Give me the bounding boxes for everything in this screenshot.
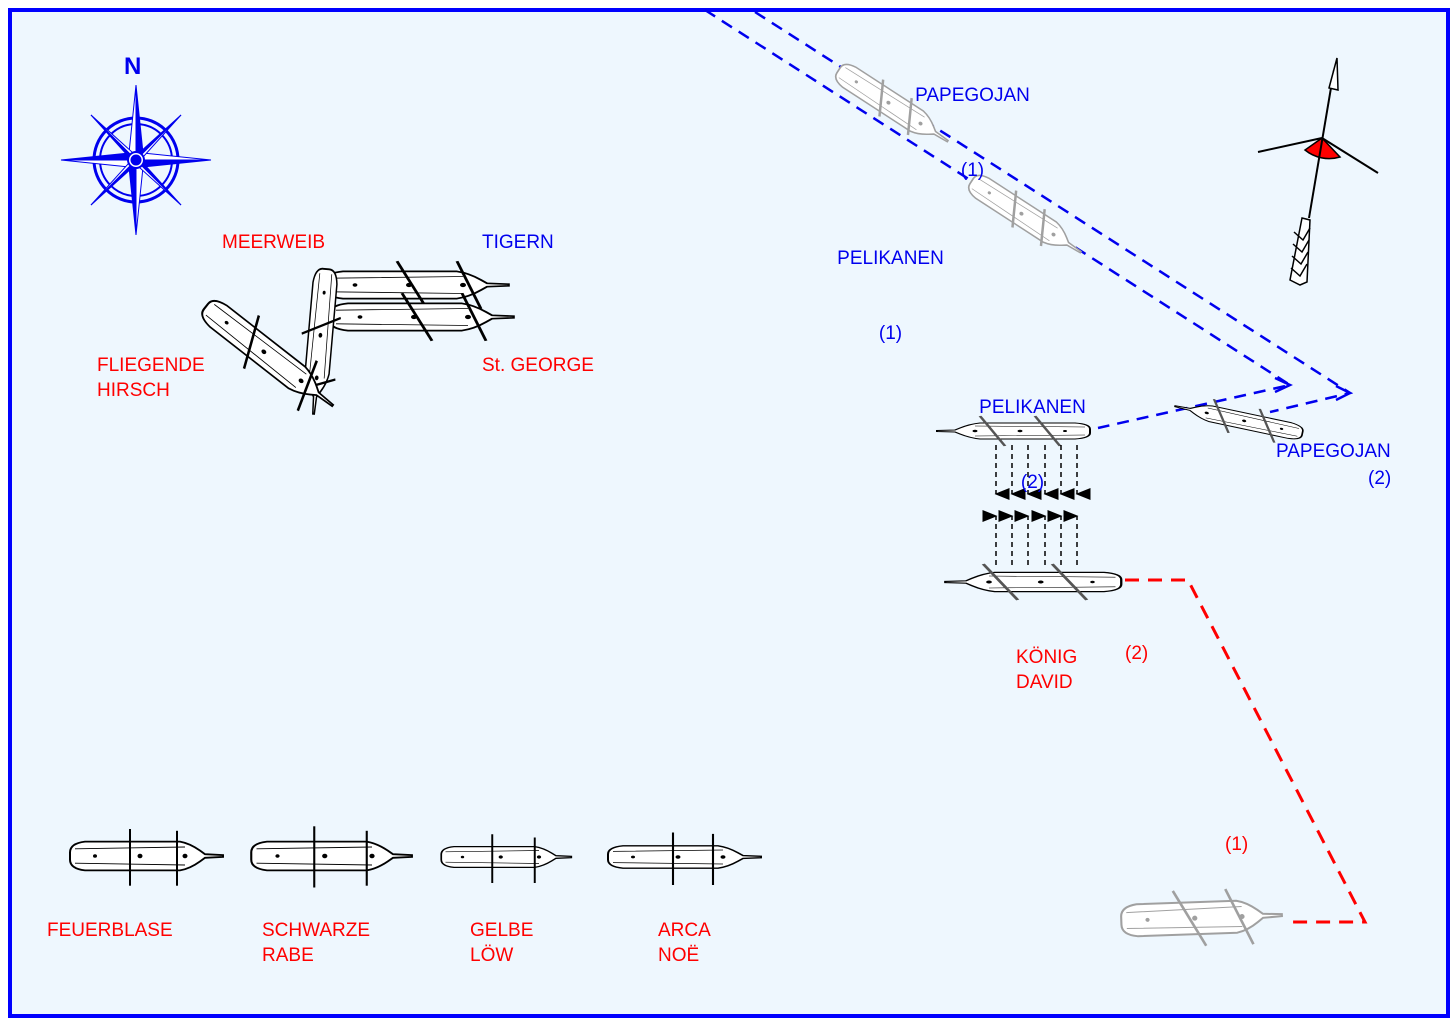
label-pelikanen-2: PELIKANEN (2): [960, 345, 1105, 520]
ship-papegojan-2: [1172, 397, 1305, 443]
label-fliegende-hirsch: FLIEGENDE HIRSCH: [97, 355, 205, 401]
ship-pelikanen-2: [936, 415, 1091, 447]
ship-position: (1): [878, 323, 903, 344]
swedish-course-lines: [704, 8, 1354, 430]
label-st-george: St. GEORGE: [482, 355, 594, 376]
broadside-arrows: [982, 445, 1091, 565]
label-konig-david-pos-2: (2): [1125, 643, 1149, 664]
ship-fliegende-hirsch: [196, 294, 342, 418]
ship-name: PELIKANEN: [837, 248, 944, 269]
ship-name: PAPEGOJAN: [915, 85, 1030, 106]
label-feuerblase: FEUERBLASE: [47, 920, 173, 941]
ship-pelikanen-1: [964, 170, 1088, 263]
label-papegojan-1: PAPEGOJAN (1): [900, 33, 1045, 208]
label-konig-david-pos-1: (1): [1225, 834, 1249, 855]
ship-gelbe-low: [440, 834, 573, 884]
label-konig-david: KÖNIG DAVID: [1016, 647, 1078, 693]
ship-konig-david-1: [1119, 888, 1284, 947]
ship-tigern: [323, 260, 510, 310]
label-gelbe-low: GELBE LÖW: [470, 920, 534, 966]
konig-david-course-line: [1125, 578, 1368, 924]
label-papegojan-2-name: PAPEGOJAN: [1276, 441, 1391, 462]
ship-konig-david-2: [944, 563, 1123, 601]
label-pelikanen-1: PELIKANEN (1): [818, 196, 963, 371]
label-schwarze-rabe: SCHWARZE RABE: [262, 920, 371, 966]
ship-arca-noe: [607, 832, 762, 885]
label-papegojan-2-pos: (2): [1368, 468, 1392, 489]
compass-rose-icon: [60, 84, 212, 236]
ship-position: (1): [960, 160, 985, 181]
wind-arrow-icon: [1257, 57, 1379, 286]
compass-north-label: N: [124, 53, 142, 80]
ship-feuerblase: [69, 828, 224, 886]
ship-position: (2): [1020, 472, 1045, 493]
label-tigern: TIGERN: [482, 232, 554, 253]
label-meerweib: MEERWEIB: [222, 232, 326, 253]
ship-name: PELIKANEN: [979, 397, 1086, 418]
ship-st-george: [328, 292, 515, 342]
label-arca-noe: ARCA NOË: [658, 920, 711, 966]
ship-papegojan-1: [831, 59, 955, 152]
ship-schwarze-rabe: [250, 826, 413, 888]
